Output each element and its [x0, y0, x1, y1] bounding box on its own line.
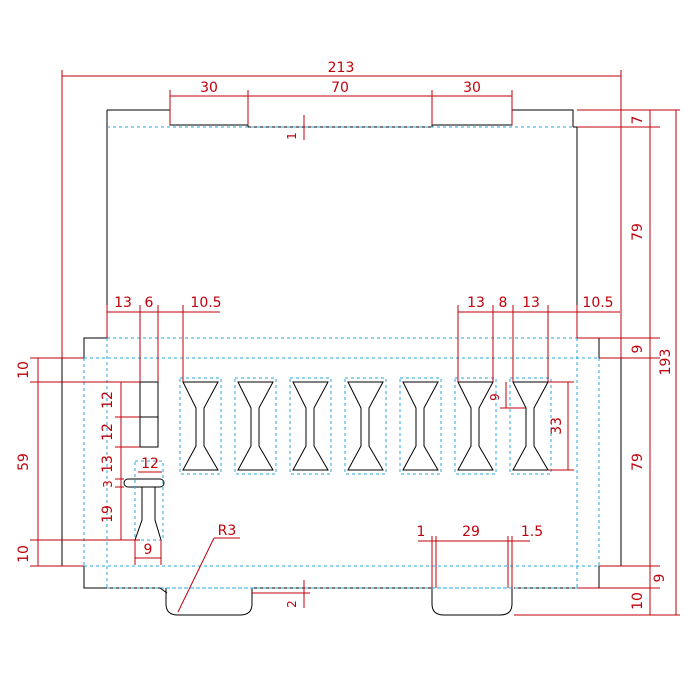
hook-stem: [134, 487, 143, 541]
dim-bottom-gusset-right: 9: [652, 574, 668, 583]
dim-left-tab-mid: 59: [16, 453, 32, 471]
dim-overall-width: 213: [328, 60, 355, 76]
bottom-left-tab: [165, 588, 253, 616]
window-fold-7: [509, 377, 552, 475]
dim-slot-upper-2: 12: [100, 423, 116, 441]
window-fold-2: [234, 377, 277, 475]
window-fold-1: [179, 377, 222, 475]
dim-bottom-right-small: 1.5: [521, 524, 543, 540]
dim-left-gap: 6: [145, 295, 154, 311]
dim-left-offset: 10.5: [190, 295, 221, 311]
window-fold-4: [344, 377, 387, 475]
dim-slot-upper-3: 13: [100, 455, 116, 473]
dim-upper-panel-height: 79: [630, 223, 646, 241]
dim-right-offset: 10.5: [582, 295, 613, 311]
window-7: [512, 381, 549, 471]
dim-overall-height: 193: [658, 349, 674, 376]
dim-bottom-tab-width: 29: [462, 524, 480, 540]
dim-top-notch-depth: 1: [285, 132, 299, 140]
left-slot: [140, 381, 159, 418]
dim-top-flap-height: 7: [630, 116, 646, 125]
window-row: [182, 381, 549, 471]
dim-top-notch-left: 30: [200, 80, 218, 96]
dim-top-notch-right: 30: [463, 80, 481, 96]
hook-fold: [134, 460, 164, 541]
window-3: [292, 381, 329, 471]
window-5: [402, 381, 439, 471]
dim-top-notch-middle: 70: [331, 80, 349, 96]
window-6: [457, 381, 494, 471]
top-flap-top-edge: [107, 109, 574, 128]
dimensions: 213 30 70 30 1 7 79 9 79 9 10 193: [16, 60, 680, 616]
window-fold-3: [289, 377, 332, 475]
window-2: [237, 381, 274, 471]
dim-bottom-notch-depth: 2: [285, 600, 299, 608]
dim-bottom-left-small: 1: [417, 524, 426, 540]
window-fold-6: [454, 377, 497, 475]
left-slot-lower: [140, 416, 159, 448]
dim-left-tab-bottom: 10: [16, 545, 32, 563]
fold-lines: [83, 126, 600, 589]
dim-slot-lower: 19: [100, 505, 116, 523]
hook-stem-right: [154, 487, 162, 541]
dim-right-window-a: 13: [467, 295, 485, 311]
window-fold-5: [399, 377, 442, 475]
dim-right-window-b: 13: [522, 295, 540, 311]
dim-gusset-right: 9: [630, 345, 646, 354]
dim-window-height: 33: [549, 417, 565, 435]
dim-hook-base: 9: [144, 542, 153, 558]
dim-left-tab-top: 10: [16, 361, 32, 379]
dim-slot-upper-1: 12: [100, 391, 116, 409]
window-4: [347, 381, 384, 471]
hook-bar: [123, 478, 165, 488]
dim-left-flap-width: 13: [114, 295, 132, 311]
dim-lower-panel-height: 79: [630, 453, 646, 471]
dim-corner-radius: R3: [218, 523, 237, 539]
bottom-right-tab: [431, 588, 513, 616]
dim-right-window-gap: 8: [499, 295, 508, 311]
dim-bottom-flap-right: 10: [630, 592, 646, 610]
dim-slot-small: 3: [101, 480, 115, 488]
dim-hook-width: 12: [141, 456, 159, 472]
dim-window-v-depth: 9: [488, 393, 502, 401]
window-1: [182, 381, 219, 471]
